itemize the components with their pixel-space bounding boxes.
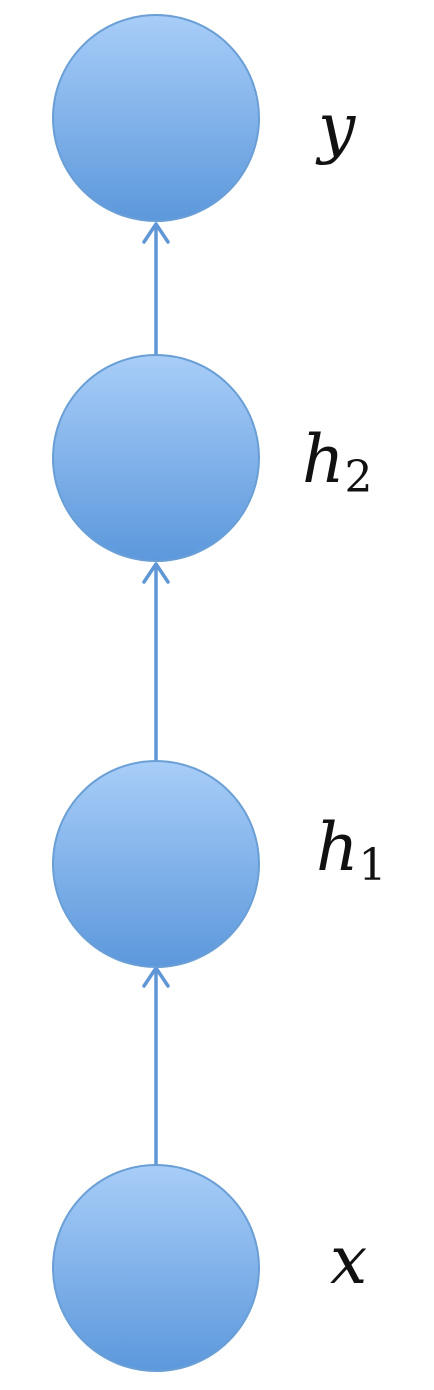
node-h1: h1	[52, 760, 387, 968]
node-x-label: x	[330, 1222, 367, 1299]
node-h1-circle	[52, 760, 260, 968]
edge-h1-to-h2	[142, 562, 170, 764]
node-x: x	[52, 1164, 367, 1372]
node-h2: h2	[52, 354, 373, 562]
edge-x-to-h1	[142, 966, 170, 1166]
node-y-circle	[52, 14, 260, 222]
node-h2-label: h2	[302, 421, 373, 503]
node-h2-circle	[52, 354, 260, 562]
node-y-label: y	[315, 89, 356, 166]
node-y: y	[52, 14, 356, 222]
edge-h2-to-y	[142, 222, 170, 356]
node-h1-label: h1	[316, 809, 387, 891]
node-x-circle	[52, 1164, 260, 1372]
